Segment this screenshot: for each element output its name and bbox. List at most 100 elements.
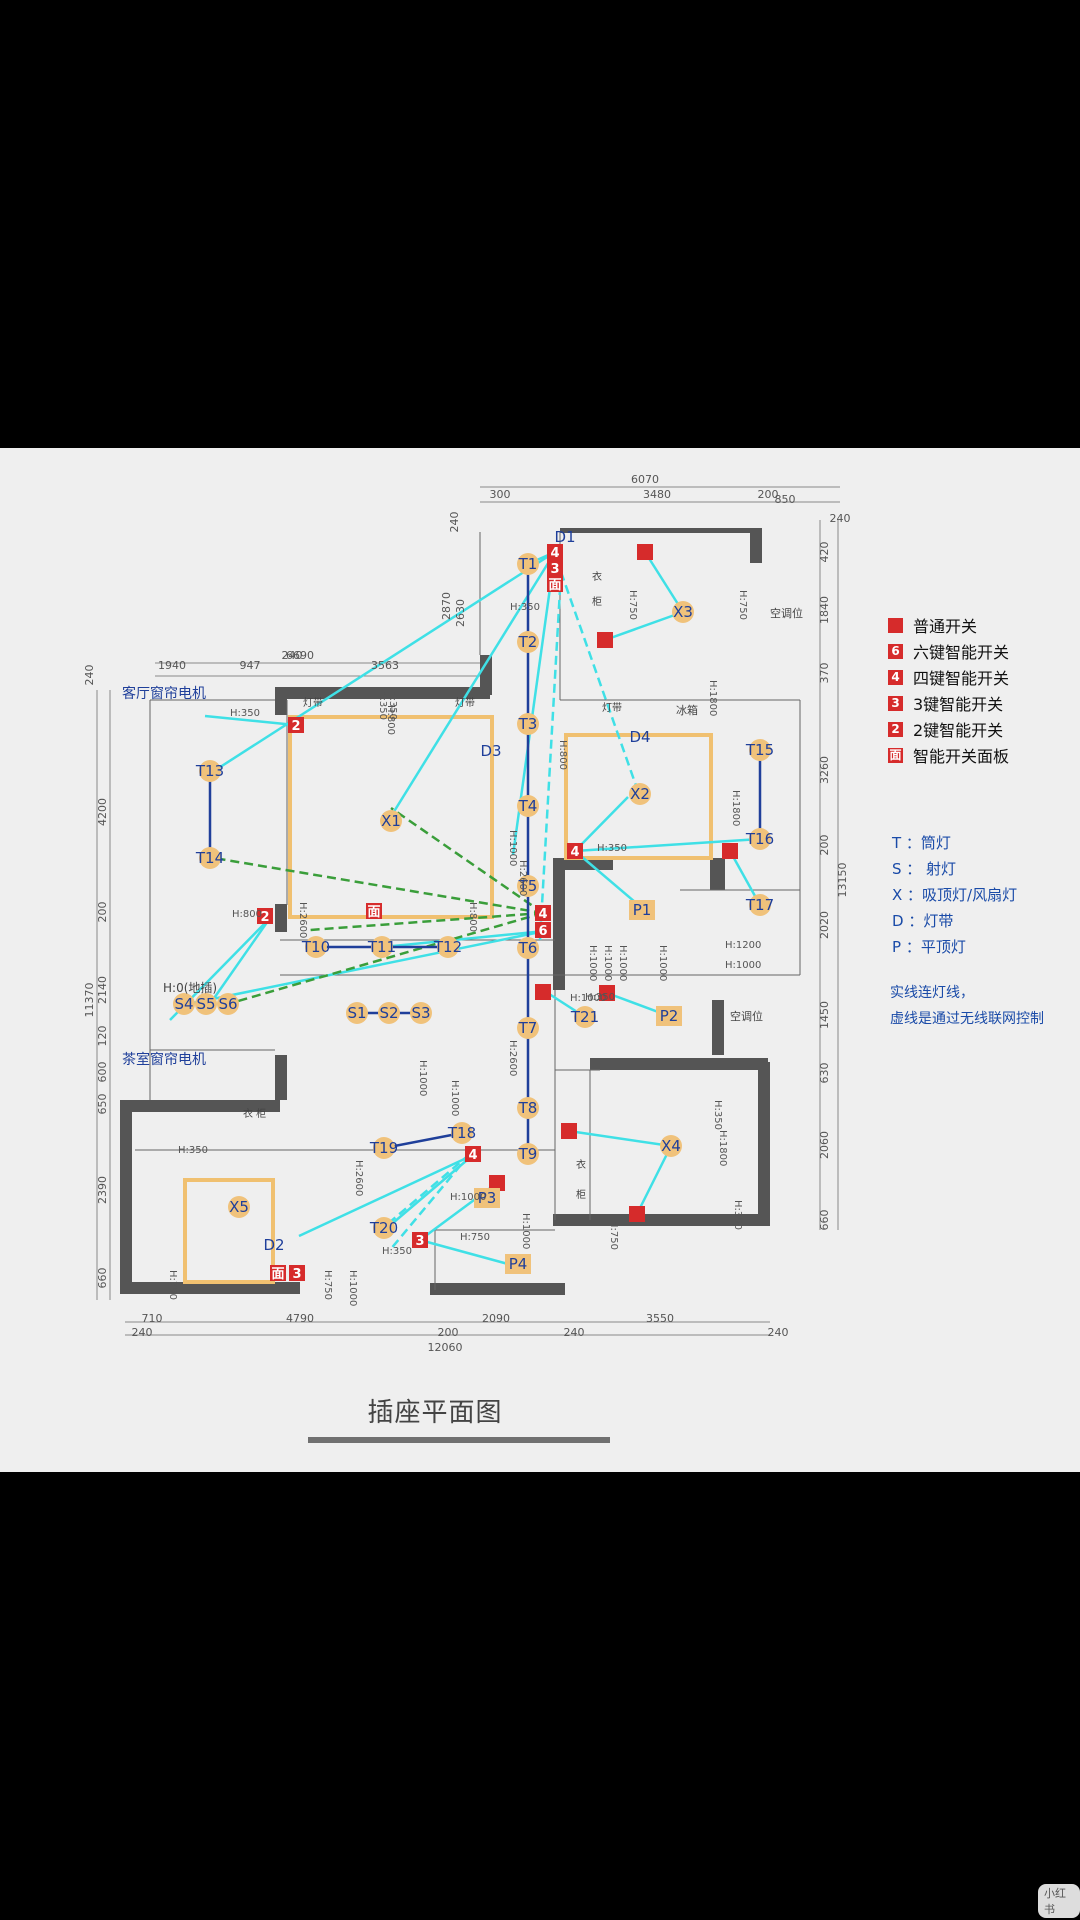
dimension-label: 650 bbox=[96, 1094, 109, 1115]
legend-switch-row: 面智能开关面板 bbox=[888, 742, 1078, 768]
light-node-circle bbox=[199, 847, 221, 869]
light-node-label: T12 bbox=[433, 938, 462, 956]
light-node-label: P3 bbox=[478, 1189, 497, 1207]
light-node-circle bbox=[672, 601, 694, 623]
flat-light-node bbox=[629, 900, 655, 920]
dimension-label: 11370 bbox=[83, 983, 96, 1018]
dimension-label: 300 bbox=[490, 488, 511, 501]
light-node-circle bbox=[217, 993, 239, 1015]
legend-light-row: P ：平顶灯 bbox=[892, 938, 966, 956]
height-label: H:1000 bbox=[725, 960, 761, 971]
cyan-wire-lines bbox=[169, 550, 762, 1266]
dimension-label: 200 bbox=[96, 902, 109, 923]
dimension-label: 660 bbox=[96, 1268, 109, 1289]
dimension-label: 13150 bbox=[836, 863, 849, 898]
height-label: H:2600 bbox=[507, 1040, 518, 1076]
flat-light-node bbox=[474, 1188, 500, 1208]
legend-switch-label: 智能开关面板 bbox=[913, 747, 1010, 766]
light-node-label: T6 bbox=[518, 939, 538, 957]
dimension-label: 630 bbox=[818, 1063, 831, 1084]
height-label: H:1800 bbox=[730, 790, 741, 826]
height-label: H:1000 bbox=[507, 830, 518, 866]
height-label: H:350 bbox=[712, 1100, 723, 1130]
dimension-label: 1940 bbox=[158, 659, 186, 672]
light-node-label: T20 bbox=[369, 1219, 398, 1237]
switch-marker-icon bbox=[547, 544, 563, 560]
height-label: H:1000 bbox=[602, 945, 613, 981]
legend-switch-label: 2键智能开关 bbox=[913, 721, 1004, 740]
light-node-label: T5 bbox=[518, 877, 538, 895]
dimension-label: 240 bbox=[830, 512, 851, 525]
height-label: H:350 bbox=[178, 1145, 208, 1156]
legend-note: 实线连灯线， 虚线是通过无线联网控制 bbox=[890, 980, 1080, 1032]
light-node-circle bbox=[749, 828, 771, 850]
height-label: H:2600 bbox=[353, 1160, 364, 1196]
room-label: 空调位 bbox=[730, 1009, 763, 1023]
room-label: 柜 bbox=[576, 1188, 586, 1201]
switch-marker-icon bbox=[535, 905, 551, 921]
height-label: H:1000 bbox=[617, 945, 628, 981]
legend-light-row: X ：吸顶灯/风扇灯 bbox=[892, 886, 1018, 904]
dimension-lines bbox=[96, 486, 840, 1336]
light-node-circle bbox=[629, 783, 651, 805]
light-node-circle bbox=[517, 795, 539, 817]
light-node-circle bbox=[517, 1097, 539, 1119]
light-node-label: T8 bbox=[518, 1099, 538, 1117]
light-node-label: T13 bbox=[195, 762, 224, 780]
switch-marker-digit: 3 bbox=[415, 1234, 424, 1249]
height-label: H:350 bbox=[585, 992, 615, 1003]
light-node-label: T14 bbox=[195, 849, 224, 867]
room-label: 衣 bbox=[576, 1158, 586, 1171]
switch-marker-digit: 2 bbox=[291, 719, 300, 734]
light-node-label: T3 bbox=[518, 715, 538, 733]
switch-marker-digit: 6 bbox=[538, 924, 547, 939]
height-label: H:750 bbox=[627, 590, 638, 620]
dimension-label: 4200 bbox=[96, 798, 109, 826]
light-node-label: T9 bbox=[518, 1145, 538, 1163]
dimension-label: 2140 bbox=[96, 976, 109, 1004]
switch-marker-icon bbox=[535, 984, 551, 1000]
dimension-label: 2870 bbox=[440, 592, 453, 620]
switch-swatch-icon: 4 bbox=[888, 669, 903, 685]
legend-light-row: D ：灯带 bbox=[892, 912, 954, 930]
light-node-label: T18 bbox=[447, 1124, 476, 1142]
height-label: H:1800 bbox=[717, 1130, 728, 1166]
height-label: H:800 bbox=[232, 909, 262, 920]
height-label: H:750 bbox=[737, 590, 748, 620]
height-label: H:1000 bbox=[587, 945, 598, 981]
height-label: H:350 bbox=[732, 1200, 743, 1230]
room-label: 灯带 bbox=[303, 697, 323, 709]
switch-marker-digit: 4 bbox=[570, 845, 579, 860]
light-node-label: S3 bbox=[411, 1004, 430, 1022]
light-node-circle bbox=[517, 631, 539, 653]
title-underline bbox=[308, 1437, 610, 1443]
dimension-label: 710 bbox=[142, 1312, 163, 1325]
light-node-circle bbox=[749, 739, 771, 761]
light-strips bbox=[183, 715, 713, 1284]
switch-marker-icon bbox=[567, 843, 583, 859]
room-labels: 客厅窗帘电机茶室窗帘电机空调位空调位冰箱灯带灯带灯带H:0(地插)衣柜衣柜衣 柜 bbox=[122, 570, 803, 1201]
room-label: 冰箱 bbox=[676, 703, 698, 717]
height-label: H:750 bbox=[322, 1270, 333, 1300]
switch-marker-icon bbox=[547, 560, 563, 576]
switch-marker-digit: 面 bbox=[548, 578, 561, 593]
light-node-circle bbox=[517, 875, 539, 897]
dimension-label: 2090 bbox=[482, 1312, 510, 1325]
legend-switch-label: 六键智能开关 bbox=[913, 643, 1010, 662]
dimension-label: 12060 bbox=[428, 1341, 463, 1354]
switch-marker-digit: 面 bbox=[367, 905, 380, 920]
flat-light-node bbox=[505, 1254, 531, 1274]
height-label: H:350 bbox=[230, 708, 260, 719]
watermark-badge: 小红书 bbox=[1038, 1884, 1080, 1918]
light-node-label: T11 bbox=[367, 938, 396, 956]
height-label: H:350 bbox=[377, 690, 388, 720]
switch-swatch-icon bbox=[888, 617, 903, 633]
light-strip-label: D3 bbox=[480, 742, 501, 760]
page-title: 插座平面图 bbox=[367, 1398, 503, 1428]
light-node-label: S2 bbox=[379, 1004, 398, 1022]
